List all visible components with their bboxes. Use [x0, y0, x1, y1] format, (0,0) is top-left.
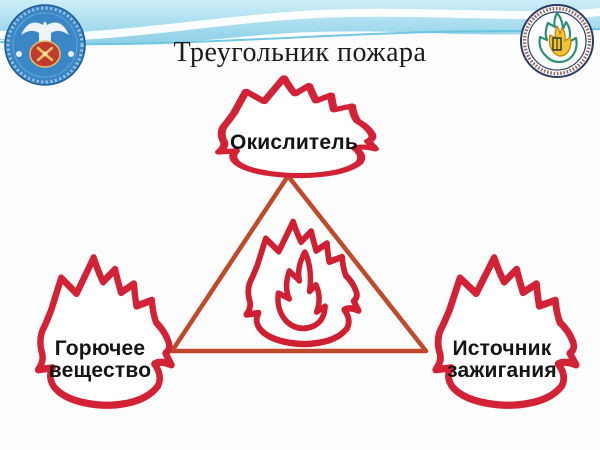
flame-ignition [436, 258, 576, 405]
triangle-outline [169, 173, 429, 354]
label-oxidizer: Окислитель [230, 131, 358, 154]
logo-left-inner-ring [12, 12, 78, 78]
fire-society-logo [520, 4, 594, 78]
eagle-crest-icon [21, 21, 69, 45]
label-ignition: Источник зажигания [447, 337, 557, 382]
yellow-flame-icon [548, 25, 572, 57]
label-fuel: Горючее вещество [48, 337, 152, 382]
star-icon [42, 51, 48, 57]
logo-right-text-ring [522, 6, 592, 76]
emergency-ministry-logo [4, 4, 86, 86]
logo-left-text-ring [6, 6, 84, 84]
page-title: Треугольник пожара [173, 37, 427, 68]
flame-fuel [38, 258, 171, 405]
flame-oxidizer [219, 78, 375, 176]
left-ornament-icon [16, 51, 22, 57]
right-ornament-icon [68, 51, 74, 57]
